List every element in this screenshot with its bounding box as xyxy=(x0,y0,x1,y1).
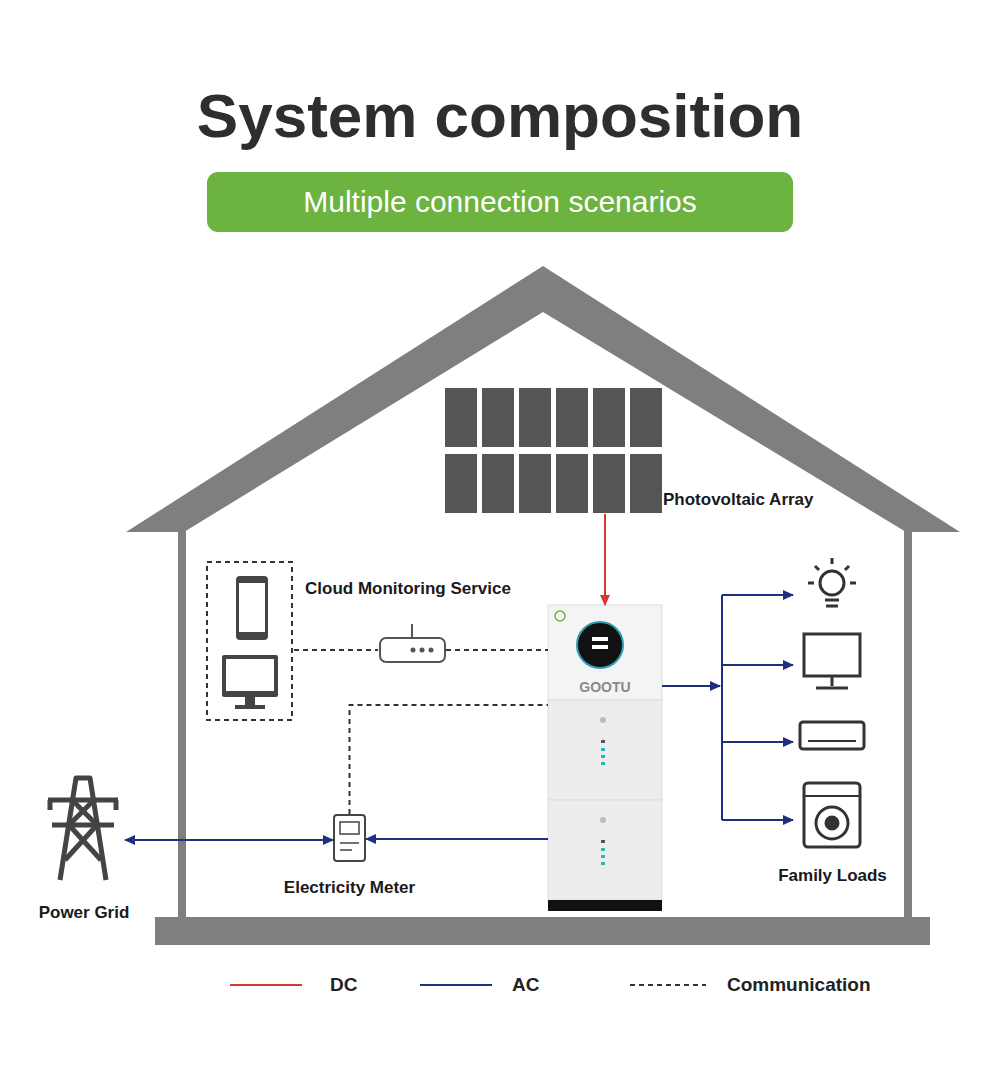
legend-label: DC xyxy=(330,974,357,997)
roof xyxy=(126,266,960,532)
phone-icon xyxy=(236,576,268,640)
connector-line xyxy=(604,514,606,605)
legend-line xyxy=(420,984,492,986)
node-label: Electricity Meter xyxy=(284,878,415,898)
electricity-meter: Electricity Meter xyxy=(333,814,366,862)
router: Cloud Monitoring Service xyxy=(380,637,446,663)
connector-line xyxy=(366,838,548,840)
meter-icon xyxy=(334,815,365,861)
router-icon xyxy=(380,624,445,662)
title: System composition xyxy=(0,80,1000,151)
family-loads: Family Loads xyxy=(795,555,870,850)
wall xyxy=(178,530,186,920)
connector xyxy=(446,650,548,651)
ac-icon xyxy=(800,722,864,749)
connector xyxy=(350,705,549,814)
connector-line xyxy=(350,705,549,814)
power-grid: Power Grid xyxy=(45,775,123,883)
connector-line xyxy=(125,839,333,841)
node-label: Cloud Monitoring Service xyxy=(305,579,511,599)
connector-line xyxy=(721,595,723,820)
connector-line xyxy=(662,685,676,687)
node-label: Family Loads xyxy=(778,866,887,886)
subtitle-pill: Multiple connection scenarios xyxy=(207,172,793,232)
node-label: Power Grid xyxy=(39,903,130,923)
inverter-battery xyxy=(548,605,662,911)
node-label: GOOTU xyxy=(579,679,630,696)
legend-line xyxy=(230,984,302,986)
connector xyxy=(125,840,333,841)
tv-icon xyxy=(804,634,860,688)
monitor-icon xyxy=(222,655,278,709)
connector-line xyxy=(722,741,793,743)
connector xyxy=(366,839,548,840)
connector-line xyxy=(446,649,548,651)
bulb-icon xyxy=(808,558,856,606)
floor xyxy=(155,917,930,945)
connector-line xyxy=(722,819,793,821)
connector-line xyxy=(722,594,793,596)
connector xyxy=(662,595,793,820)
inverter: GOOTU xyxy=(548,605,662,910)
connector xyxy=(605,514,606,605)
legend-label: AC xyxy=(512,974,539,997)
comm-line xyxy=(294,649,378,651)
wall xyxy=(904,530,912,920)
washer-icon xyxy=(804,783,860,847)
pv-array: Photovoltaic Array xyxy=(443,386,663,514)
node-label: Multiple connection scenarios xyxy=(303,184,697,220)
legend-label: Communication xyxy=(727,974,871,997)
device-group xyxy=(207,562,292,720)
connector-line xyxy=(722,664,793,666)
node-label: Photovoltaic Array xyxy=(663,490,814,510)
solar-panels xyxy=(445,388,662,513)
tower-icon xyxy=(48,778,118,880)
legend-line xyxy=(630,984,706,986)
connector-line xyxy=(676,685,720,687)
